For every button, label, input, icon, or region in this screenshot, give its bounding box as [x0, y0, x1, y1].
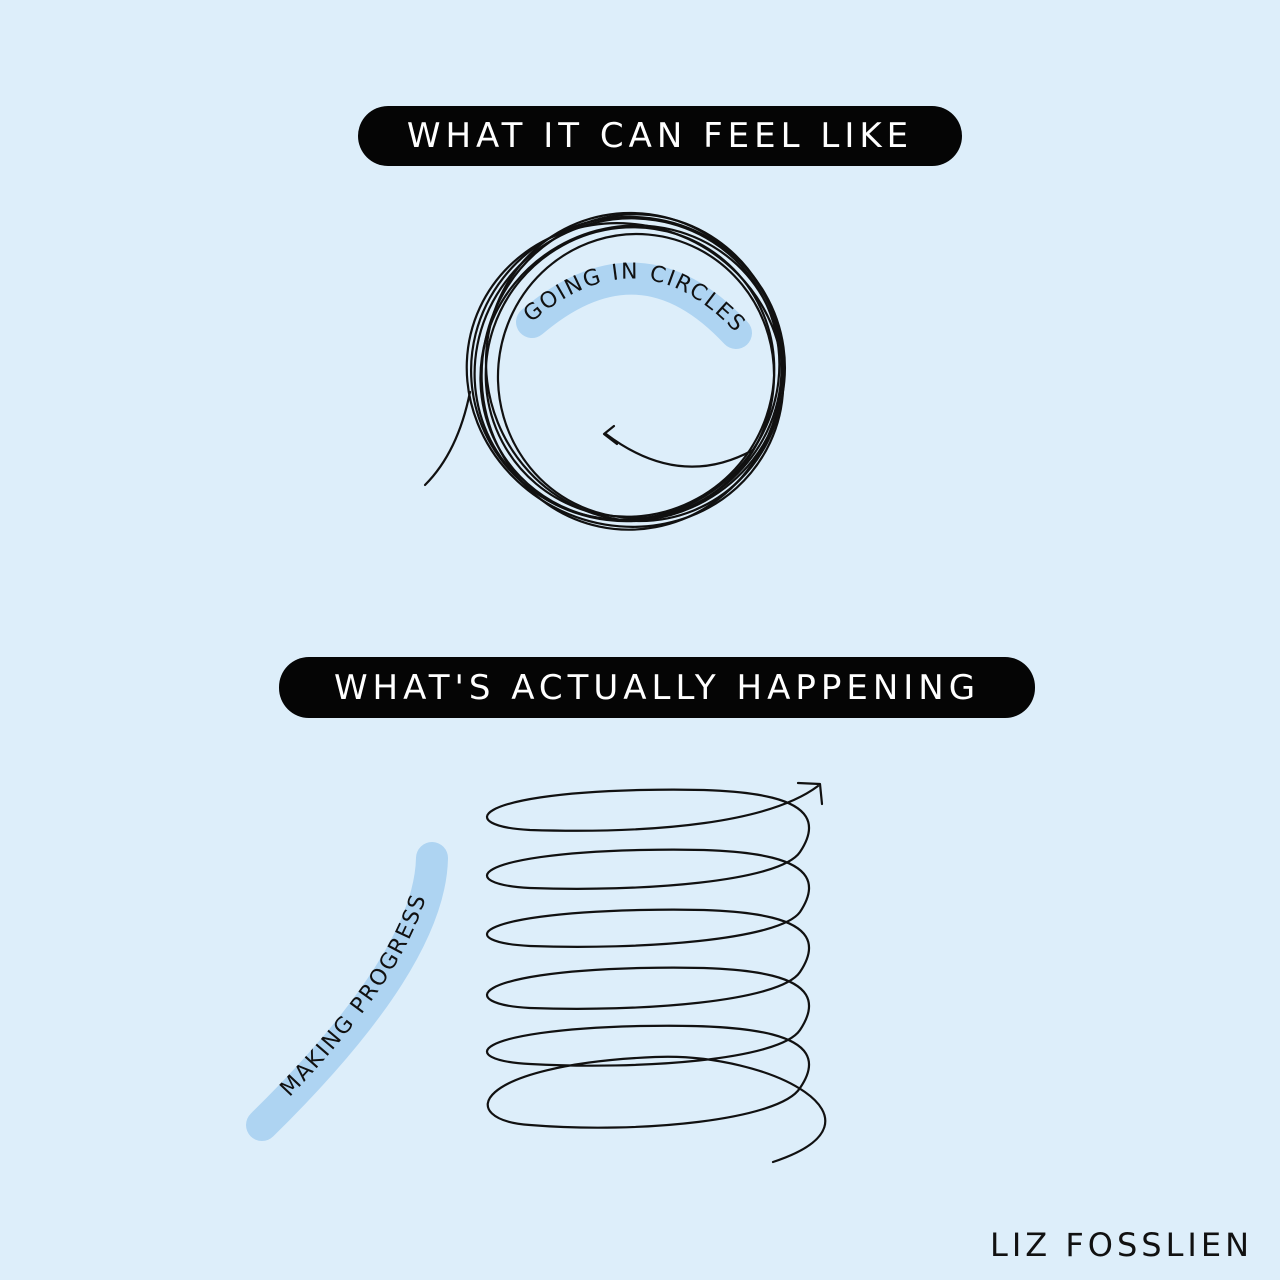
circle-label-highlight	[516, 262, 752, 349]
circle-inner-arrow	[604, 432, 755, 468]
progress-spiral	[485, 784, 827, 1164]
bottom-heading: WHAT'S ACTUALLY HAPPENING	[333, 667, 981, 708]
top-heading: WHAT IT CAN FEEL LIKE	[406, 116, 914, 156]
spiral-label-highlight	[246, 842, 448, 1141]
circle-arrowhead-icon	[602, 424, 619, 446]
spiral-figure: MAKING PROGRESS	[246, 781, 827, 1164]
spiral-arrowhead-icon	[796, 781, 824, 806]
tangled-circle	[465, 211, 787, 531]
spiral-label: MAKING PROGRESS	[276, 890, 432, 1101]
artist-signature: LIZ FOSSLIEN	[990, 1226, 1253, 1264]
circle-entry-tail	[423, 390, 472, 487]
circle-figure: GOING IN CIRCLES	[423, 211, 787, 531]
bottom-heading-pill: WHAT'S ACTUALLY HAPPENING	[279, 657, 1035, 718]
top-heading-pill: WHAT IT CAN FEEL LIKE	[358, 106, 962, 166]
